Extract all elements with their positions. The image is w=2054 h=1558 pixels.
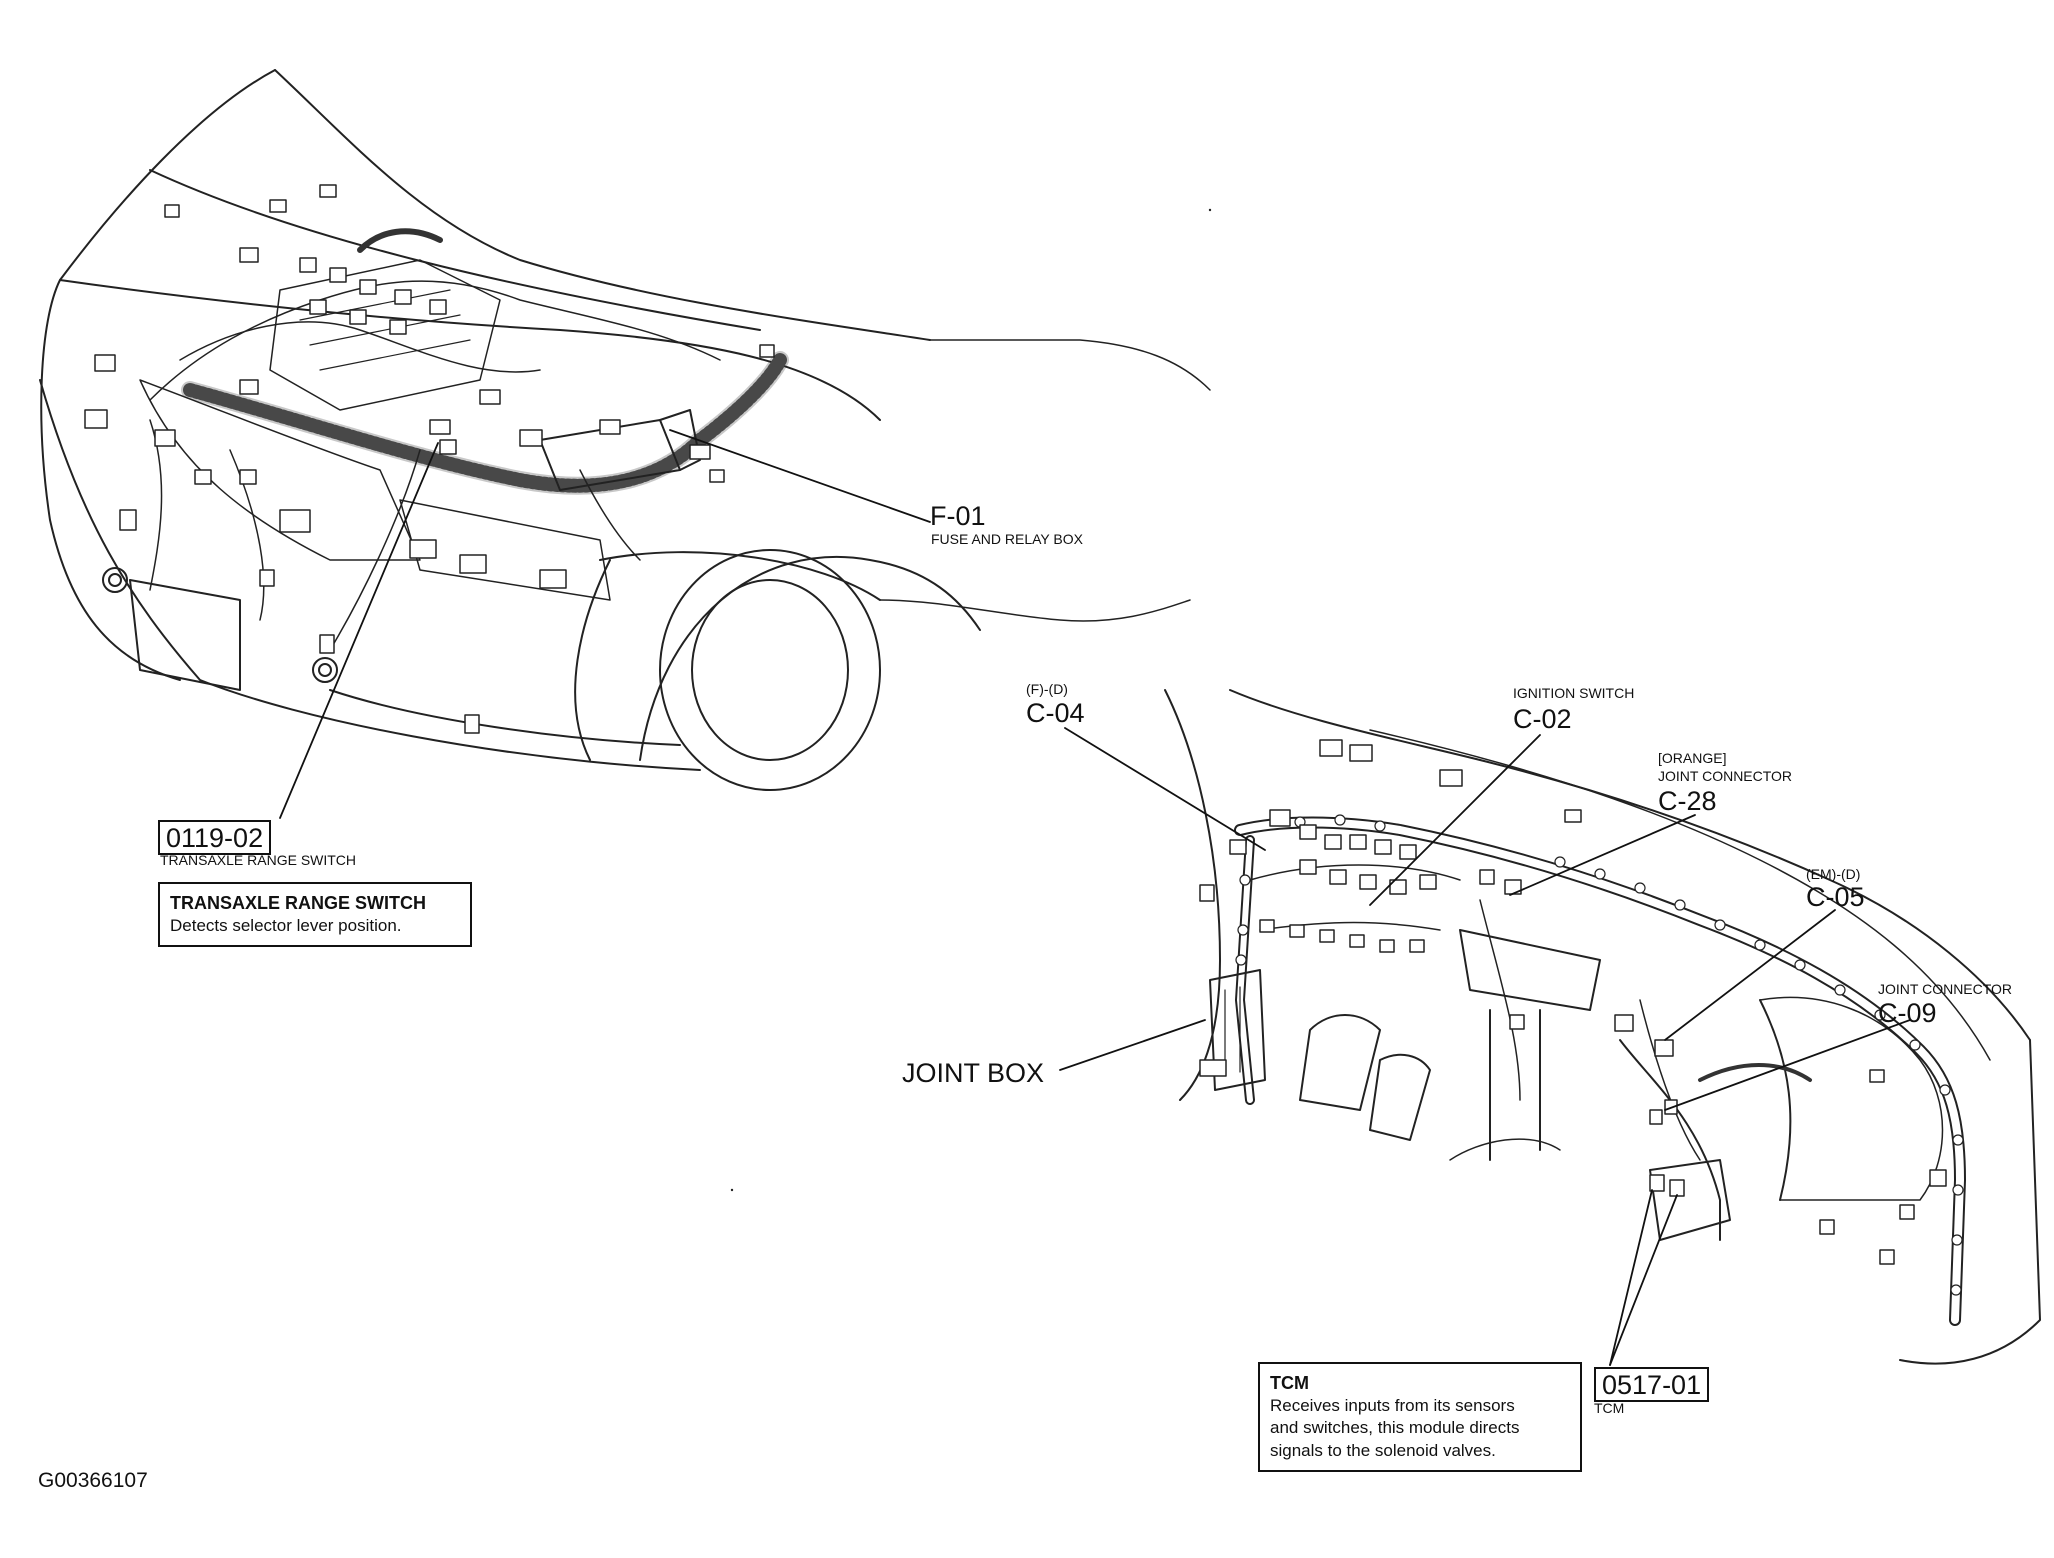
c05-code: C-05 [1806, 882, 1865, 912]
c28-prefix-1: [ORANGE] [1658, 750, 1727, 766]
harness-clip [1334, 814, 1346, 826]
leader-trs [279, 442, 439, 819]
harness-clip [1674, 899, 1686, 911]
c28-code: C-28 [1658, 786, 1717, 816]
leader-c04 [1064, 727, 1266, 851]
harness-clip [1239, 874, 1251, 886]
harness-clip [1794, 959, 1806, 971]
harness-clip [1237, 924, 1249, 936]
harness-clip [1952, 1134, 1964, 1146]
harness-clip [1634, 882, 1646, 894]
trs-info-title: TRANSAXLE RANGE SWITCH [170, 893, 426, 913]
harness-clip [1951, 1234, 1963, 1246]
harness-clip [1554, 856, 1566, 868]
engine-connectors [84, 184, 775, 734]
trs-info-desc: Detects selector lever position. [170, 916, 402, 936]
c09-code: C-09 [1878, 998, 1937, 1028]
harness-clip [1952, 1184, 1964, 1196]
c09-prefix: JOINT CONNECTOR [1878, 981, 2013, 997]
c28-prefix-2: JOINT CONNECTOR [1658, 768, 1793, 784]
leader-c09 [1664, 1019, 1911, 1111]
harness-clip [1950, 1284, 1962, 1296]
harness-clip [1235, 954, 1247, 966]
tcm-code-box: 0517-01 [1594, 1367, 1710, 1403]
leader-tcm-b [1609, 1194, 1678, 1366]
tcm-info-box: TCM Receives inputs from its sensors and… [1258, 1362, 1582, 1472]
harness-clip [1939, 1084, 1951, 1096]
leader-c02 [1369, 734, 1541, 906]
f01-name: FUSE AND RELAY BOX [931, 531, 1083, 547]
c02-prefix: IGNITION SWITCH [1513, 685, 1635, 701]
engine-compartment-illustration [39, 69, 1211, 791]
harness-clip [1754, 939, 1766, 951]
c05-prefix: (EM)-(D) [1806, 866, 1861, 882]
c02-code: C-02 [1513, 704, 1572, 734]
harness-clip [1874, 1009, 1886, 1021]
f01-code: F-01 [930, 501, 986, 531]
harness-clip [1374, 820, 1386, 832]
leader-c28 [1509, 814, 1696, 896]
joint-box-label: JOINT BOX [902, 1058, 1045, 1088]
dashboard-connectors [1199, 739, 1947, 1265]
leader-joint-box [1059, 1019, 1206, 1071]
trs-code-box: 0119-02 [158, 820, 272, 856]
harness-clip [1714, 919, 1726, 931]
leader-c05 [1664, 909, 1836, 1041]
harness-clip [1909, 1039, 1921, 1051]
c04-prefix: (F)-(D) [1026, 681, 1068, 697]
leader-f01 [669, 429, 931, 523]
leader-tcm-a [1609, 1189, 1653, 1366]
figure-id: G00366107 [38, 1469, 148, 1492]
harness-clip [1594, 868, 1606, 880]
c04-code: C-04 [1026, 698, 1085, 728]
trs-name: TRANSAXLE RANGE SWITCH [160, 852, 357, 868]
trs-info-box: TRANSAXLE RANGE SWITCH Detects selector … [158, 882, 472, 948]
tcm-info-title: TCM [1270, 1373, 1309, 1393]
harness-clips [1235, 814, 1964, 1296]
harness-clip [1834, 984, 1846, 996]
tcm-name: TCM [1594, 1400, 1625, 1416]
tcm-info-desc: Receives inputs from its sensors and swi… [1270, 1396, 1520, 1460]
leader-lines [279, 429, 1911, 1366]
instrument-panel-illustration [1164, 689, 2041, 1365]
